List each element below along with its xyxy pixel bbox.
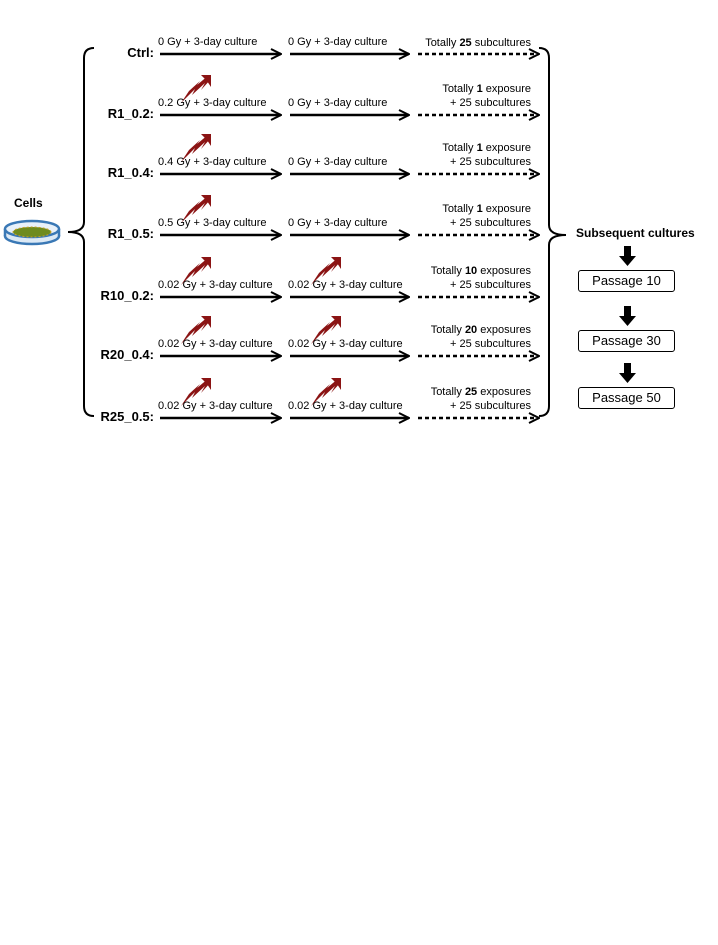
total-line-1: Totally 20 exposures — [413, 323, 531, 337]
down-arrow-icon — [619, 363, 636, 383]
total-count: 25 — [459, 37, 472, 49]
step-2-text: 0 Gy + 3-day culture — [288, 217, 388, 229]
total-suffix: exposures — [477, 324, 531, 336]
total-prefix: Totally — [425, 37, 460, 49]
total-count: 25 — [464, 386, 478, 398]
left-brace — [67, 47, 95, 417]
total-line-1: Totally 10 exposures — [413, 264, 531, 278]
total-suffix: exposures — [477, 265, 531, 277]
lightning-bolt-icon — [311, 257, 341, 285]
total-suffix: subcultures — [471, 37, 531, 49]
down-arrow-icon — [619, 306, 636, 326]
total-prefix: Totally — [430, 324, 465, 336]
total-prefix: Totally — [442, 142, 477, 154]
step-2-text: 0.02 Gy + 3-day culture — [288, 279, 403, 291]
step-1-text: 0.5 Gy + 3-day culture — [158, 217, 267, 229]
total-summary: Totally 25 exposures+ 25 subcultures — [413, 385, 531, 413]
group-label: Ctrl: — [127, 45, 154, 60]
total-line-1: Totally 1 exposure — [413, 202, 531, 216]
step-2-text: 0 Gy + 3-day culture — [288, 156, 388, 168]
group-label: R1_0.5: — [107, 226, 154, 241]
total-suffix: exposure — [482, 203, 531, 215]
total-prefix: Totally — [442, 203, 477, 215]
passage-box: Passage 10 — [578, 270, 675, 292]
group-label: R20_0.4: — [100, 347, 154, 362]
total-suffix: exposure — [482, 83, 531, 95]
right-brace — [538, 47, 567, 417]
step-2-text: 0 Gy + 3-day culture — [288, 36, 388, 48]
group-label: R1_0.2: — [107, 106, 154, 121]
total-summary: Totally 20 exposures+ 25 subcultures — [413, 323, 531, 351]
total-line-1: Totally 1 exposure — [413, 141, 531, 155]
step-1-text: 0.4 Gy + 3-day culture — [158, 156, 267, 168]
total-line-2: + 25 subcultures — [449, 279, 531, 291]
lightning-bolt-icon — [311, 316, 341, 344]
passage-box: Passage 30 — [578, 330, 675, 352]
step-1-text: 0.02 Gy + 3-day culture — [158, 279, 273, 291]
step-2-text: 0.02 Gy + 3-day culture — [288, 338, 403, 350]
lightning-bolt-icon — [181, 75, 211, 103]
total-summary: Totally 1 exposure+ 25 subcultures — [413, 82, 531, 110]
step-1-text: 0 Gy + 3-day culture — [158, 36, 258, 48]
total-suffix: exposure — [482, 142, 531, 154]
group-label: R10_0.2: — [100, 288, 154, 303]
passage-box: Passage 50 — [578, 387, 675, 409]
total-line-1: Totally 25 exposures — [413, 385, 531, 399]
lightning-bolt-icon — [181, 316, 211, 344]
down-arrow-icon — [619, 246, 636, 266]
step-2-text: 0 Gy + 3-day culture — [288, 97, 388, 109]
lightning-bolt-icon — [181, 134, 211, 162]
total-summary: Totally 25 subcultures — [413, 36, 531, 50]
step-1-text: 0.02 Gy + 3-day culture — [158, 338, 273, 350]
total-count: 10 — [464, 265, 478, 277]
total-prefix: Totally — [430, 386, 465, 398]
lightning-bolt-icon — [181, 257, 211, 285]
total-line-2: + 25 subcultures — [449, 156, 531, 168]
lightning-bolt-icon — [311, 378, 341, 406]
total-count: 20 — [464, 324, 478, 336]
step-2-text: 0.02 Gy + 3-day culture — [288, 400, 403, 412]
total-prefix: Totally — [442, 83, 477, 95]
cells-label: Cells — [14, 196, 43, 210]
petri-dish-icon — [3, 219, 61, 246]
total-line-1: Totally 1 exposure — [413, 82, 531, 96]
total-suffix: exposures — [477, 386, 531, 398]
total-line-2: + 25 subcultures — [449, 400, 531, 412]
group-label: R25_0.5: — [100, 409, 154, 424]
total-prefix: Totally — [430, 265, 465, 277]
lightning-bolt-icon — [181, 378, 211, 406]
step-1-text: 0.02 Gy + 3-day culture — [158, 400, 273, 412]
total-line-2: + 25 subcultures — [449, 338, 531, 350]
total-line-2: + 25 subcultures — [449, 217, 531, 229]
total-summary: Totally 1 exposure+ 25 subcultures — [413, 141, 531, 169]
group-label: R1_0.4: — [107, 165, 154, 180]
lightning-bolt-icon — [181, 195, 211, 223]
total-summary: Totally 1 exposure+ 25 subcultures — [413, 202, 531, 230]
step-1-text: 0.2 Gy + 3-day culture — [158, 97, 267, 109]
total-count: 1 — [476, 83, 483, 95]
total-count: 1 — [476, 203, 483, 215]
total-summary: Totally 10 exposures+ 25 subcultures — [413, 264, 531, 292]
total-line-2: + 25 subcultures — [449, 97, 531, 109]
total-line-1: Totally 25 subcultures — [413, 36, 531, 50]
total-count: 1 — [476, 142, 483, 154]
subsequent-cultures-title: Subsequent cultures — [576, 226, 695, 240]
